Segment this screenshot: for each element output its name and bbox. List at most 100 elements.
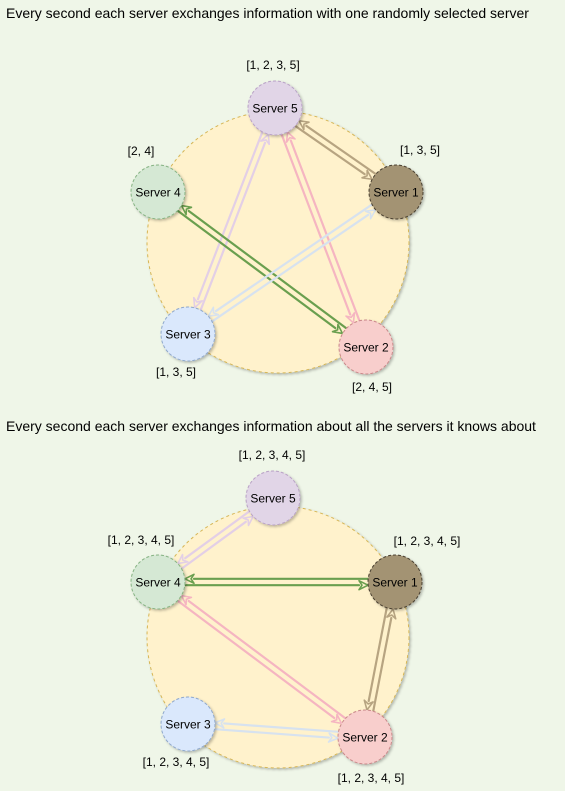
- server-nodes: Server 5 [1, 2, 3, 5] Server 1 [1, 3, 5] Ser…: [128, 58, 440, 394]
- exchange-arrow-s2-to-s4: [180, 594, 347, 720]
- random-exchange-panel: Every second each server exchanges infor…: [6, 5, 529, 394]
- exchange-arrow-s2-to-s1-shaft: [372, 616, 393, 713]
- exchange-arrow-s5-to-s2-head: [345, 312, 356, 324]
- exchange-arrow-s5-to-s1-shaft: [294, 124, 366, 176]
- known-servers-list: [1, 2, 3, 4, 5]: [338, 771, 405, 785]
- server-label: Server 1: [372, 576, 418, 590]
- exchange-arrow-s5-to-s3: [192, 130, 264, 309]
- server-circle: [338, 319, 394, 375]
- server-circle: [245, 470, 301, 526]
- server-label: Server 2: [343, 341, 389, 355]
- exchange-arrow-s1-to-s5: [298, 119, 377, 176]
- server-circle: [247, 80, 303, 136]
- exchange-arrow-s4-to-s5-shaft: [180, 520, 247, 570]
- known-servers-list: [1, 3, 5]: [400, 143, 440, 157]
- exchange-arrow-s1-to-s2-shaft: [367, 606, 388, 703]
- server-node-s3: Server 3: [160, 696, 216, 752]
- exchange-arrow-s3-to-s1: [211, 209, 377, 323]
- server-label: Server 2: [342, 731, 388, 745]
- known-servers-list: [1, 2, 3, 4, 5]: [143, 755, 210, 769]
- server-node-s4: Server 4: [130, 554, 186, 610]
- exchange-arrow-s2-to-s4-head: [180, 594, 193, 606]
- exchange-arrow-s2-to-s4-head: [180, 204, 193, 216]
- server-node-s4: Server 4: [130, 164, 186, 220]
- exchange-arrow-s2-to-s4-shaft: [187, 599, 347, 720]
- exchange-arrow-s5-to-s4-shaft: [184, 510, 251, 560]
- exchange-arrow-s2-to-s3-head: [214, 718, 226, 729]
- exchange-arrow-s1-to-s2-head: [363, 699, 374, 711]
- exchange-arrow-s3-to-s1-shaft: [211, 213, 370, 323]
- exchange-arrow-s4-to-s2-head: [330, 713, 343, 725]
- exchange-arrow-s1-to-s4-head: [184, 573, 195, 585]
- exchange-arrow-s3-to-s2: [213, 728, 339, 743]
- exchange-arrow-s2-to-s5: [285, 131, 361, 322]
- exchange-arrow-s1-to-s5-shaft: [305, 124, 377, 176]
- exchange-arrow-s4-to-s5-head: [242, 515, 254, 527]
- known-servers-list: [1, 2, 3, 5]: [246, 58, 299, 72]
- exchange-arrow-s5-to-s2-shaft: [280, 133, 352, 316]
- exchange-arrows: [176, 510, 397, 743]
- exchange-arrow-s1-to-s3-shaft: [214, 203, 373, 313]
- known-servers-list: [1, 3, 5]: [156, 365, 196, 379]
- known-servers-list: [1, 2, 3, 4, 5]: [239, 448, 306, 462]
- exchange-arrow-s2-to-s1: [372, 608, 397, 713]
- exchange-arrow-s4-to-s2: [176, 209, 344, 335]
- exchange-arrow-s3-to-s2-shaft: [213, 728, 330, 739]
- exchange-arrow-s5-to-s3-shaft: [196, 130, 264, 301]
- exchange-arrow-s4-to-s1: [183, 579, 369, 591]
- exchange-arrow-s3-to-s5-shaft: [199, 141, 267, 312]
- known-servers-list: [2, 4, 5]: [352, 380, 392, 394]
- server-label: Server 3: [165, 328, 211, 342]
- exchange-arrow-s4-to-s5: [180, 515, 254, 570]
- exchange-arrow-s3-to-s2-head: [327, 732, 339, 743]
- exchange-arrows: [176, 119, 377, 335]
- exchange-arrow-s4-to-s2: [176, 599, 343, 725]
- panel-caption: Every second each server exchanges infor…: [6, 418, 536, 434]
- server-label: Server 4: [135, 576, 181, 590]
- full-exchange-panel: Every second each server exchanges infor…: [6, 418, 536, 785]
- server-node-s2: Server 2: [337, 709, 393, 765]
- exchange-arrow-s2-to-s3: [214, 718, 340, 733]
- exchange-arrow-s1-to-s3-head: [207, 306, 220, 317]
- server-circle: [337, 709, 393, 765]
- exchange-arrow-s1-to-s2: [363, 606, 388, 711]
- exchange-arrow-s2-to-s1-head: [386, 608, 397, 620]
- exchange-arrow-s3-to-s5-head: [260, 133, 271, 146]
- exchange-arrow-s4-to-s2-head: [331, 323, 344, 335]
- server-label: Server 5: [250, 492, 296, 506]
- exchange-arrow-s5-to-s3-head: [192, 296, 203, 309]
- server-node-s2: Server 2: [338, 319, 394, 375]
- server-nodes: Server 5 [1, 2, 3, 4, 5] Server 1 [1, 2, 3,…: [108, 448, 461, 785]
- server-circle: [160, 306, 216, 362]
- exchange-arrow-s2-to-s5-shaft: [289, 139, 361, 322]
- server-circle: [130, 164, 186, 220]
- server-node-s3: Server 3: [160, 306, 216, 362]
- server-node-s5: Server 5: [247, 80, 303, 136]
- server-node-s1: Server 1: [367, 554, 423, 610]
- exchange-arrow-s3-to-s1-head: [364, 209, 377, 220]
- exchange-arrow-s5-to-s1: [294, 124, 373, 181]
- exchange-arrow-s4-to-s2-shaft: [176, 599, 336, 720]
- exchange-arrow-s2-to-s4-shaft: [187, 209, 348, 330]
- server-label: Server 3: [165, 718, 211, 732]
- server-label: Server 5: [252, 102, 298, 116]
- known-servers-list: [2, 4]: [128, 144, 155, 158]
- known-servers-list: [1, 2, 3, 4, 5]: [108, 533, 175, 547]
- server-node-s1: Server 1: [368, 164, 424, 220]
- exchange-arrow-s1-to-s3: [207, 203, 373, 317]
- exchange-arrow-s5-to-s1-head: [361, 169, 373, 181]
- server-node-s5: Server 5: [245, 470, 301, 526]
- exchange-arrow-s4-to-s2-shaft: [176, 209, 337, 330]
- exchange-arrow-s3-to-s5: [199, 133, 271, 312]
- server-circle: [367, 554, 423, 610]
- exchange-arrow-s2-to-s3-shaft: [223, 722, 340, 733]
- panel-caption: Every second each server exchanges infor…: [6, 5, 529, 21]
- exchange-arrow-s5-to-s4: [177, 510, 251, 565]
- exchange-arrow-s1-to-s4: [184, 573, 370, 585]
- server-circle: [130, 554, 186, 610]
- server-circle: [160, 696, 216, 752]
- exchange-arrow-s2-to-s4: [180, 204, 348, 330]
- exchange-arrow-s2-to-s5-head: [285, 131, 296, 143]
- known-servers-list: [1, 2, 3, 4, 5]: [394, 534, 461, 548]
